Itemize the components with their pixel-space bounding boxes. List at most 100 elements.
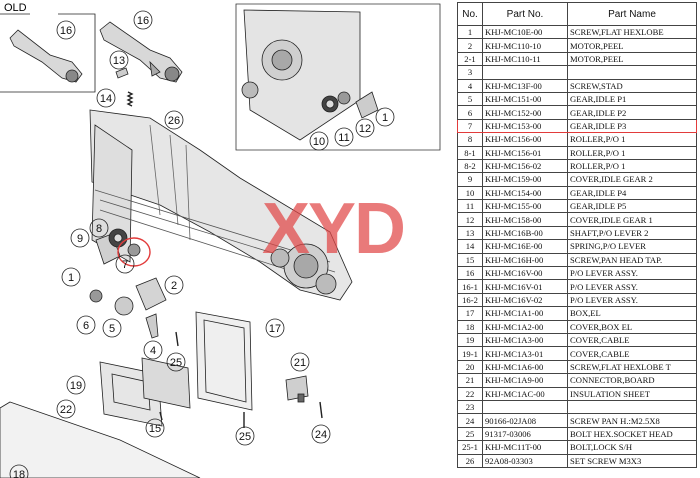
cell-no: 15	[457, 252, 483, 268]
cell-part-name: GEAR,IDLE P3	[567, 118, 697, 134]
cell-no: 8-2	[457, 158, 483, 174]
callout-number: 1	[382, 112, 388, 124]
cell-part-no: KHJ-MC10E-00	[482, 24, 568, 40]
cell-part-name: SCREW,FLAT HEXLOBE T	[567, 359, 697, 375]
table-row: 23	[457, 399, 697, 415]
cell-part-name: SHAFT,P/O LEVER 2	[567, 225, 697, 241]
callout-number: 6	[83, 320, 89, 332]
cell-no: 2-1	[457, 51, 483, 67]
cell-part-no: KHJ-MC1A6-00	[482, 359, 568, 375]
cell-part-no: KHJ-MC153-00	[482, 118, 568, 134]
cell-part-name: ROLLER,P/O 1	[567, 158, 697, 174]
callout-number: 2	[171, 280, 177, 292]
cell-no: 11	[457, 199, 483, 214]
callout-number: 22	[60, 404, 72, 416]
cell-no: 23	[457, 399, 483, 415]
cell-no: 2	[457, 38, 483, 53]
cell-part-no: KHJ-MC155-00	[482, 199, 568, 214]
cell-part-name: BOLT HEX.SOCKET HEAD	[567, 426, 697, 442]
callout-labels: 16 16 13 14 26 8 9 7 1 2 6 5 4 25 17 19 …	[9, 10, 395, 478]
insulation-sheet	[0, 401, 201, 478]
cell-no: 5	[457, 91, 483, 107]
cell-part-name: SPRING,P/O LEVER	[567, 239, 697, 254]
cell-part-name: MOTOR,PEEL	[567, 51, 697, 67]
cell-part-no	[482, 399, 568, 415]
callout-number: 12	[359, 123, 371, 135]
cell-part-no	[482, 65, 568, 80]
cell-part-name: COVER,BOX EL	[567, 319, 697, 334]
cell-part-no: KHJ-MC156-02	[482, 158, 568, 174]
cell-part-name: CONNECTOR,BOARD	[567, 373, 697, 388]
callout-number: 25	[170, 357, 182, 369]
cell-part-name: BOX,EL	[567, 306, 697, 321]
cell-no: 16	[457, 266, 483, 281]
cell-part-no: KHJ-MC1A9-00	[482, 373, 568, 388]
callout-number: 10	[313, 136, 325, 148]
callout-number: 16	[60, 25, 72, 37]
cell-part-name: P/O LEVER ASSY.	[567, 266, 697, 281]
cell-part-name	[567, 399, 697, 415]
callout-number: 15	[149, 423, 161, 435]
callout-number: 17	[269, 323, 281, 335]
diagram-drawing: 16 16 13 14 26 8 9 7 1 2 6 5 4 25 17 19 …	[0, 3, 441, 478]
table-row: 3	[457, 65, 697, 80]
callout-number: 21	[294, 357, 306, 369]
cell-no: 12	[457, 212, 483, 227]
callout-number: 24	[315, 429, 327, 441]
cell-part-name: COVER,IDLE GEAR 1	[567, 212, 697, 227]
cell-no: 7	[457, 118, 483, 134]
cell-no: 8	[457, 132, 483, 147]
header-no: No.	[457, 2, 483, 26]
cell-no: 20	[457, 359, 483, 375]
callout-number: 25	[239, 431, 251, 443]
cell-no: 9	[457, 172, 483, 187]
cell-no: 8-1	[457, 145, 483, 160]
cell-part-name: GEAR,IDLE P5	[567, 199, 697, 214]
cell-part-name: COVER,IDLE GEAR 2	[567, 172, 697, 187]
cell-part-no: KHJ-MC16E-00	[482, 239, 568, 254]
cell-part-name: ROLLER,P/O 1	[567, 132, 697, 147]
old-label: OLD	[4, 2, 27, 14]
cell-part-no: KHJ-MC11T-00	[482, 440, 568, 455]
table-header-row: No. Part No. Part Name	[457, 2, 697, 26]
callout-number: 9	[77, 233, 83, 245]
callout-number: 14	[100, 93, 112, 105]
cell-part-no: KHJ-MC16H-00	[482, 252, 568, 268]
box-el	[195, 311, 253, 411]
cell-part-name	[567, 65, 697, 80]
cell-part-no: KHJ-MC151-00	[482, 91, 568, 107]
cell-part-name: COVER,CABLE	[567, 346, 697, 361]
cell-part-no: KHJ-MC154-00	[482, 185, 568, 201]
cell-no: 22	[457, 386, 483, 401]
cell-part-no: KHJ-MC1A3-00	[482, 332, 568, 348]
cell-part-no: 92A08-03303	[482, 453, 568, 468]
cell-no: 24	[457, 413, 483, 428]
cell-part-no: KHJ-MC1A3-01	[482, 346, 568, 361]
cell-no: 25	[457, 426, 483, 442]
callout-number: 26	[168, 115, 180, 127]
cell-no: 3	[457, 65, 483, 80]
cell-no: 21	[457, 373, 483, 388]
cell-part-name: COVER,CABLE	[567, 332, 697, 348]
cell-part-no: KHJ-MC156-00	[482, 132, 568, 147]
cell-no: 16-2	[457, 292, 483, 308]
